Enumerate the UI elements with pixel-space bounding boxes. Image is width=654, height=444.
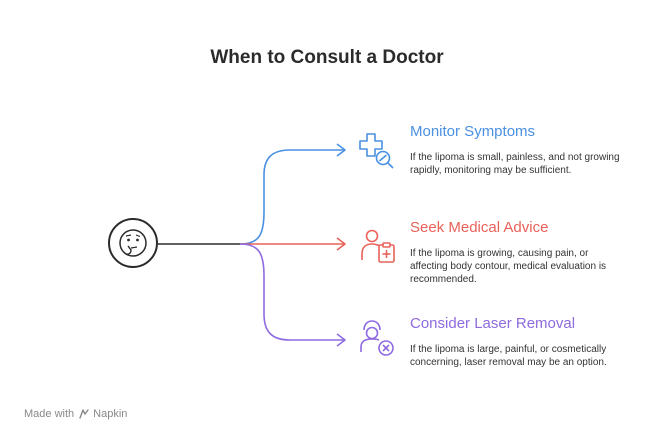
napkin-logo-icon (79, 409, 89, 419)
doctor-clipboard-icon (361, 229, 395, 263)
arrowhead-seek-medical-advice (336, 237, 346, 251)
footer-made-with: Made with (24, 408, 75, 420)
medical-cross-search-icon (359, 133, 394, 169)
branch-desc-seek-medical-advice: If the lipoma is growing, causing pain, … (410, 248, 607, 285)
branch-title-seek-medical-advice: Seek Medical Advice (410, 219, 549, 236)
footer-brand[interactable]: Napkin (78, 408, 127, 420)
arrowhead-monitor-symptoms (336, 143, 346, 157)
nurse-cancel-icon (360, 320, 394, 356)
branch-title-consider-laser-removal: Consider Laser Removal (410, 315, 576, 332)
thinking-face-icon (108, 218, 158, 268)
branch-desc-consider-laser-removal: If the lipoma is large, painful, or cosm… (410, 344, 607, 368)
branch-title-monitor-symptoms: Monitor Symptoms (410, 123, 536, 140)
connector-consider-laser-removal (239, 243, 344, 341)
connector-monitor-symptoms (239, 149, 344, 245)
footer-brand-name: Napkin (93, 408, 128, 420)
footer-credit[interactable]: Made with Napkin (24, 408, 127, 420)
arrowhead-consider-laser-removal (336, 333, 346, 347)
page-title: When to Consult a Doctor (210, 47, 444, 68)
branch-desc-monitor-symptoms: If the lipoma is small, painless, and no… (410, 152, 620, 176)
